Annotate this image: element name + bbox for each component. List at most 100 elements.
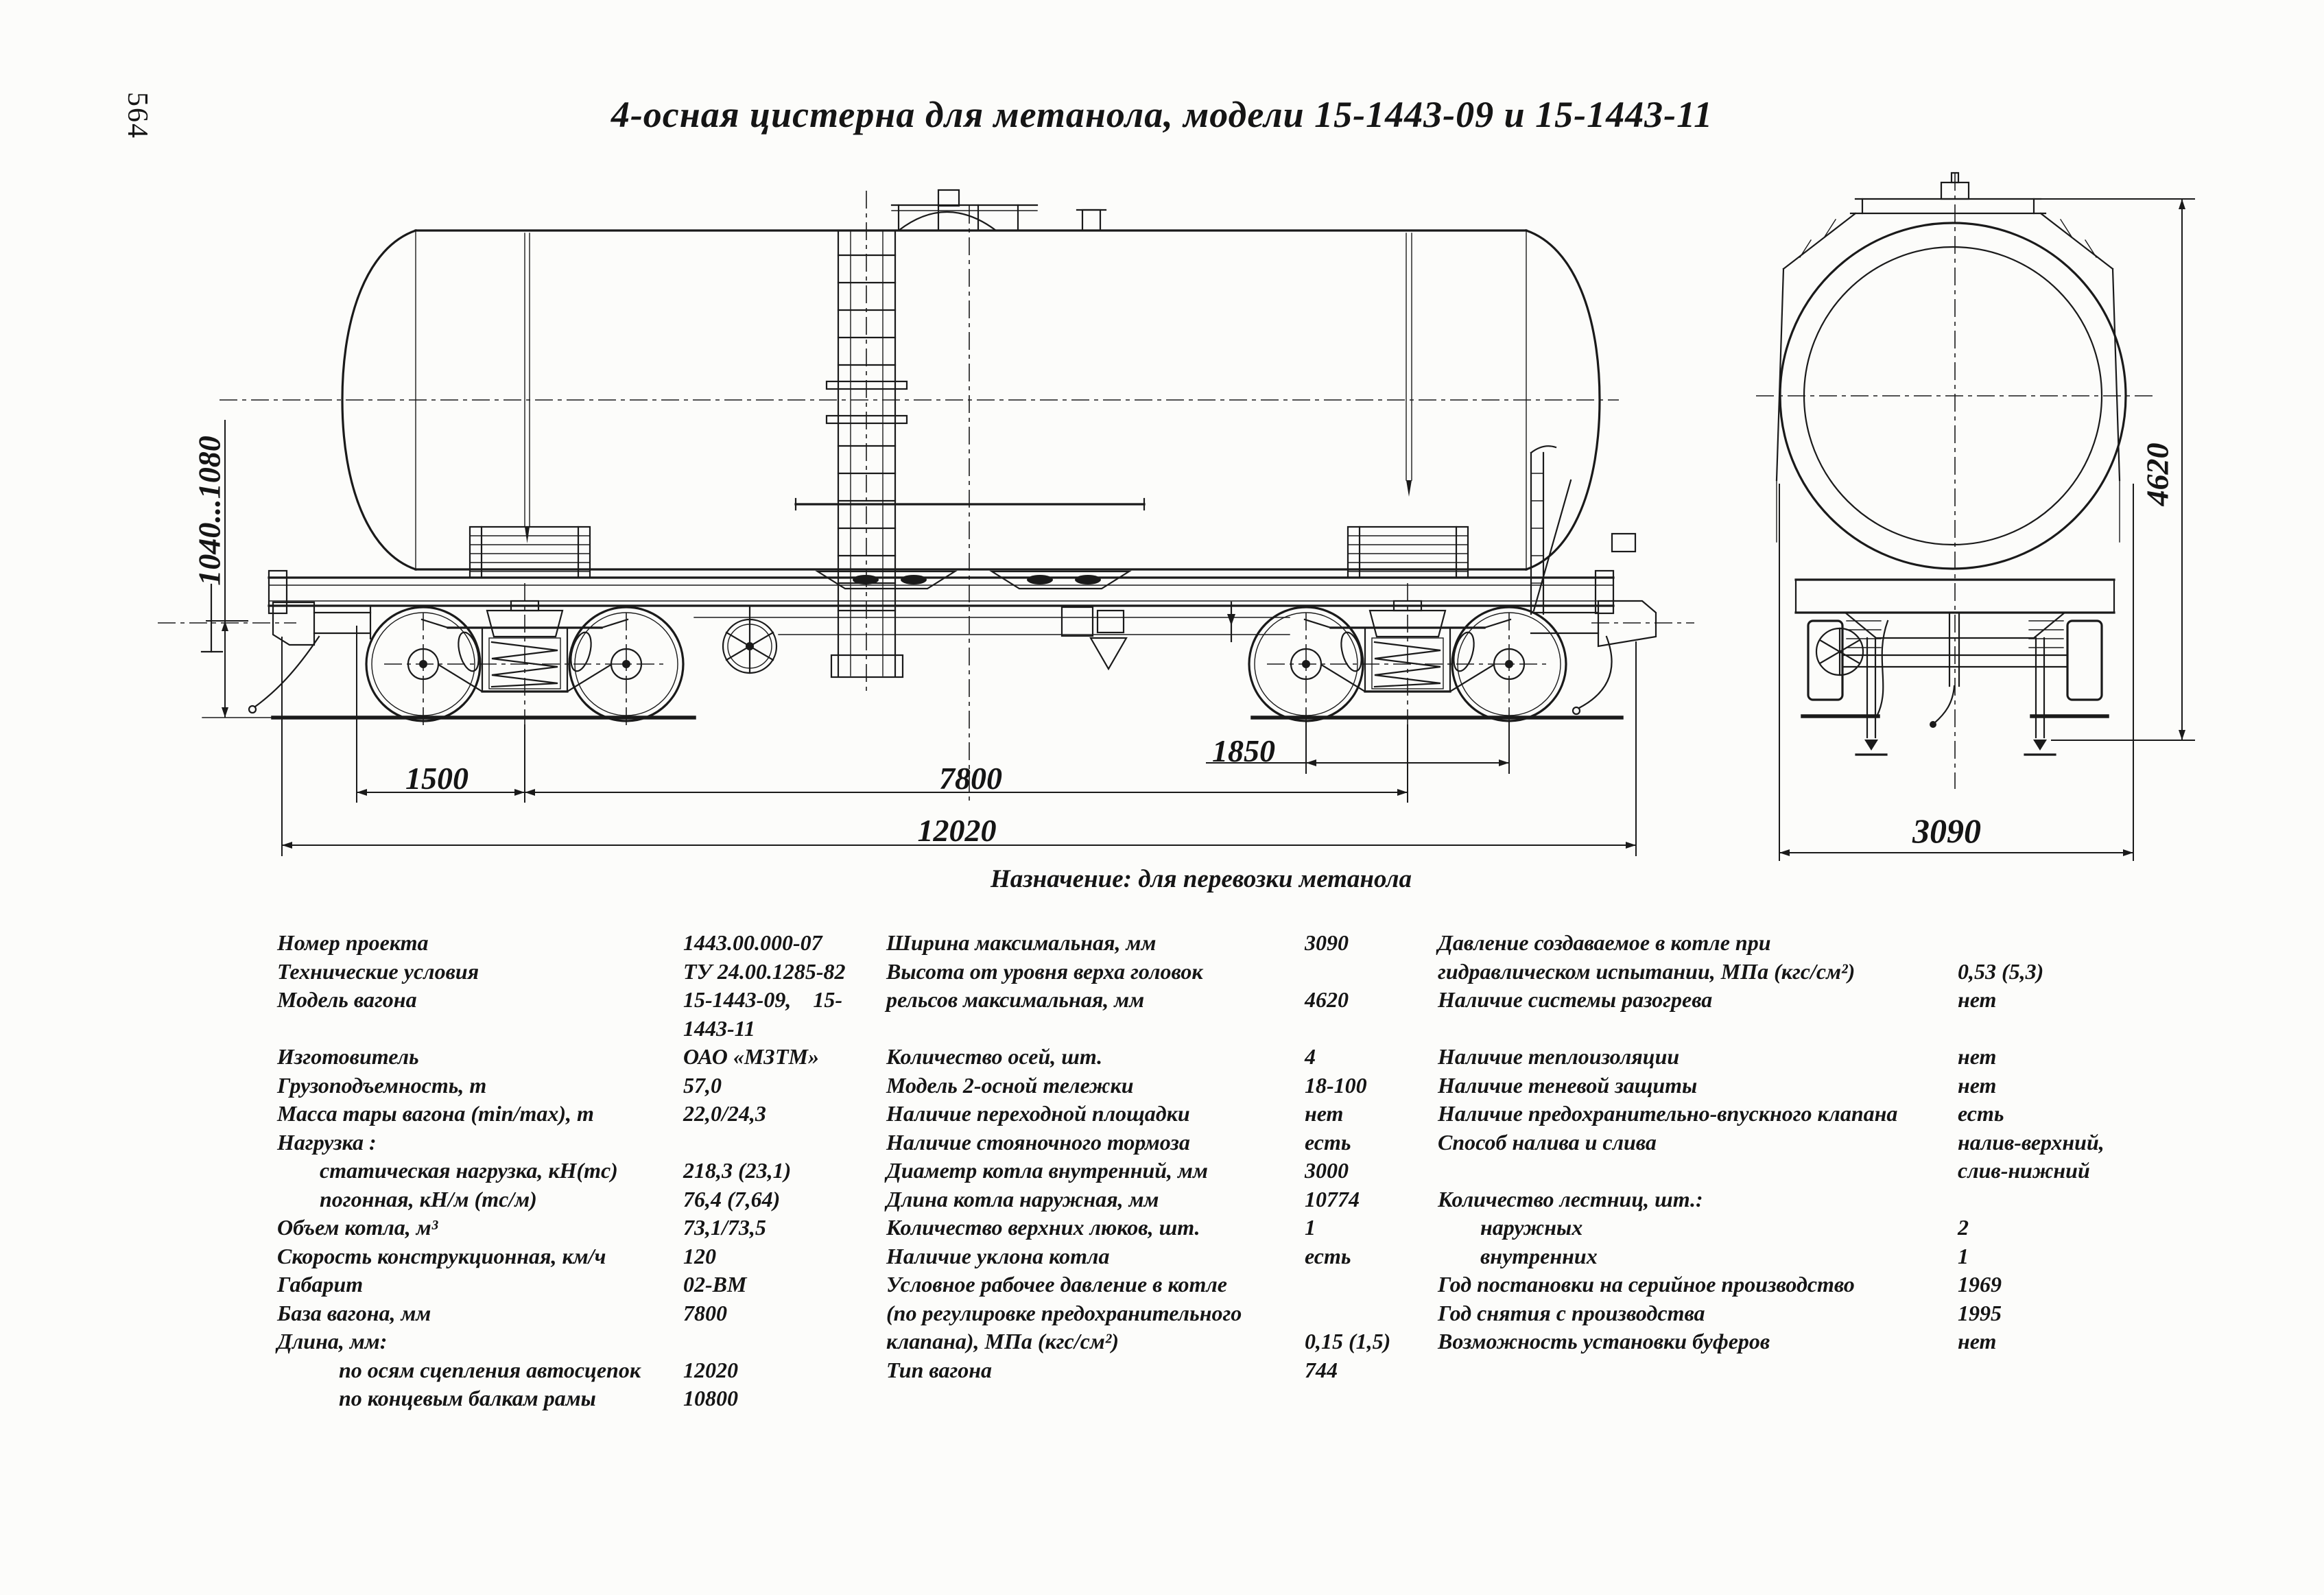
spec-value: есть xyxy=(1305,1243,1351,1268)
spec-value: 1443-11 xyxy=(683,1015,755,1041)
spec-label: Способ налива и слива xyxy=(1438,1129,1657,1155)
spec-label: по осям сцепления автосцепок xyxy=(339,1357,641,1382)
spec-row: Высота от уровня верха головок xyxy=(886,959,1572,988)
buffer-beam-left xyxy=(268,569,288,615)
dim-label-3090: 3090 xyxy=(1912,812,1981,850)
spec-row: статическая нагрузка, кН(тс) 218,3 (23,1) xyxy=(277,1158,963,1187)
brake-funnel xyxy=(1089,637,1128,671)
gauge-rod-right xyxy=(1406,233,1412,497)
spec-value: 120 xyxy=(683,1243,716,1268)
spec-label: Модель 2-осной тележки xyxy=(886,1072,1134,1098)
spec-value: 76,4 (7,64) xyxy=(683,1186,781,1212)
spec-row: Давление создаваемое в котле при xyxy=(1438,930,2302,959)
dim-label-1850: 1850 xyxy=(1212,733,1275,768)
spec-row: Наличие теплоизоляции нет xyxy=(1438,1044,2302,1073)
tank-body xyxy=(220,228,1619,571)
uncoupling-rod xyxy=(254,635,320,708)
spec-label: статическая нагрузка, кН(тс) xyxy=(320,1158,618,1183)
spec-value: 4620 xyxy=(1305,987,1349,1012)
spec-value: 10774 xyxy=(1305,1186,1360,1212)
hatch-dome xyxy=(897,211,997,232)
spec-value: 1995 xyxy=(1958,1300,2002,1325)
purpose-caption: Назначение: для перевозки метанола xyxy=(990,865,1412,893)
air-reservoir xyxy=(1060,606,1094,637)
spec-label: Масса тары вагона (min/max), т xyxy=(277,1101,594,1126)
page-title: 4-осная цистерна для метанола, модели 15… xyxy=(610,94,1714,135)
spec-value: 22,0/24,3 xyxy=(683,1101,766,1126)
spec-row: рельсов максимальная, мм 4620 xyxy=(886,987,1572,1016)
spec-label: клапана), МПа (кгс/см²) xyxy=(886,1329,1119,1354)
dim-label-7800: 7800 xyxy=(939,761,1002,796)
spec-value: 1969 xyxy=(1958,1272,2002,1297)
spec-value: 3000 xyxy=(1305,1158,1349,1183)
spec-label: Технические условия xyxy=(277,958,479,984)
spec-label: рельсов максимальная, мм xyxy=(886,987,1145,1012)
spec-value: 12020 xyxy=(683,1357,738,1382)
tank-cross-section-inner xyxy=(1803,246,2103,546)
dim-label-coupler-height: 1040...1080 xyxy=(191,436,227,586)
spec-value: нет xyxy=(1958,1044,1997,1069)
dim-label-1500: 1500 xyxy=(405,761,469,796)
end-hose xyxy=(1876,619,1889,716)
spec-label: Грузоподъемность, т xyxy=(277,1072,487,1098)
spec-label: Наличие переходной площадки xyxy=(886,1101,1190,1126)
spec-row: Масса тары вагона (min/max), т 22,0/24,3 xyxy=(277,1101,963,1130)
spec-value: ТУ 24.00.1285-82 xyxy=(683,958,846,984)
spec-label: Наличие теплоизоляции xyxy=(1438,1044,1680,1069)
spec-value: 218,3 (23,1) xyxy=(683,1158,792,1183)
tank-handrail xyxy=(794,497,1146,511)
spec-label: Длина, мм: xyxy=(277,1329,388,1354)
spec-value: есть xyxy=(1958,1101,2004,1126)
tank-saddle-left xyxy=(469,525,591,579)
spec-row: по осям сцепления автосцепок 12020 xyxy=(277,1358,963,1386)
end-ladder xyxy=(1530,445,1572,615)
end-top-platform xyxy=(1849,172,2047,215)
spec-row: Количество осей, шт.4 xyxy=(886,1044,1572,1073)
dim-label-4620: 4620 xyxy=(2139,442,2175,506)
spec-row: Модель 2-осной тележки 18-100 xyxy=(886,1073,1572,1102)
spec-label: Количество осей, шт. xyxy=(886,1044,1103,1069)
spec-label: Длина котла наружная, мм xyxy=(886,1186,1159,1212)
spec-label: гидравлическом испытании, МПа (кгс/см²) xyxy=(1438,958,1855,984)
spec-row: Условное рабочее давление в котле xyxy=(886,1272,1572,1301)
end-view-dimensions xyxy=(1779,198,2195,861)
coupler-right xyxy=(1530,600,1694,716)
spec-row: Длина котла наружная, мм 10774 xyxy=(886,1187,1572,1216)
spec-label: Тип вагона xyxy=(886,1357,993,1382)
dim-label-12020: 12020 xyxy=(917,813,997,848)
spec-value: 0,53 (5,3) xyxy=(1958,958,2044,984)
spec-value: 3090 xyxy=(1305,930,1349,955)
spec-row: Наличие предохранительно-впускного клапа… xyxy=(1438,1101,2302,1130)
spec-row: Количество верхних люков, шт.1 xyxy=(886,1215,1572,1244)
end-brake-hangers xyxy=(1855,637,2056,756)
spec-row: слив-нижний xyxy=(1438,1158,2302,1187)
tank-center-supports xyxy=(815,570,1132,590)
brake-rigging xyxy=(693,601,1290,671)
spec-label: Количество лестниц, шт.: xyxy=(1438,1186,1703,1212)
spec-value: нет xyxy=(1958,987,1997,1012)
spec-row: Год снятия с производства 1995 xyxy=(1438,1301,2302,1330)
page-number: 564 xyxy=(121,92,153,139)
spec-row: погонная, кН/м (тс/м) 76,4 (7,64) xyxy=(277,1187,963,1216)
spec-label: Год снятия с производства xyxy=(1438,1300,1705,1325)
spec-row: Скорость конструкционная, км/ч 120 xyxy=(277,1244,963,1273)
spec-value: 18-100 xyxy=(1305,1072,1367,1098)
central-ladder-column xyxy=(825,191,908,694)
spec-label: погонная, кН/м (тс/м) xyxy=(320,1186,537,1212)
end-step xyxy=(1611,532,1637,553)
spec-label: наружных xyxy=(1480,1215,1583,1240)
spec-label: Скорость конструкционная, км/ч xyxy=(277,1243,606,1268)
